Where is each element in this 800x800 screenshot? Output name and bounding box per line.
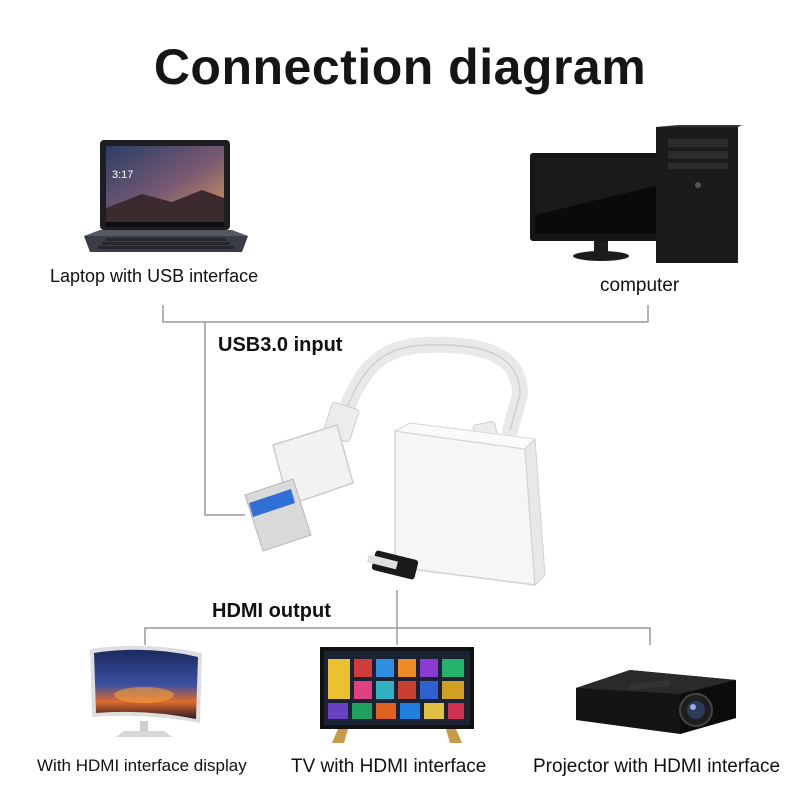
computer-label: computer bbox=[600, 275, 680, 296]
usb-input-label: USB3.0 input bbox=[218, 334, 343, 356]
usb-blue-tongue bbox=[249, 489, 295, 517]
laptop-label: Laptop with USB interface bbox=[50, 266, 259, 286]
display-label: With HDMI interface display bbox=[37, 756, 247, 775]
hdmi-output-label: HDMI output bbox=[212, 600, 331, 622]
page-title: Connection diagram bbox=[153, 39, 647, 95]
projector-icon bbox=[576, 670, 736, 734]
usb-input-line bbox=[204, 322, 245, 516]
projector-label: Projector with HDMI interface bbox=[533, 756, 781, 777]
laptop-screen-time: 3:17 bbox=[112, 169, 133, 181]
curved-display-icon bbox=[90, 645, 202, 737]
usb-hdmi-adapter bbox=[244, 336, 546, 587]
source-bracket-line bbox=[162, 305, 649, 323]
desktop-computer-icon bbox=[530, 125, 742, 263]
laptop-icon: 3:17 bbox=[84, 140, 248, 252]
tv-icon bbox=[320, 647, 474, 743]
tv-label: TV with HDMI interface bbox=[291, 756, 487, 777]
